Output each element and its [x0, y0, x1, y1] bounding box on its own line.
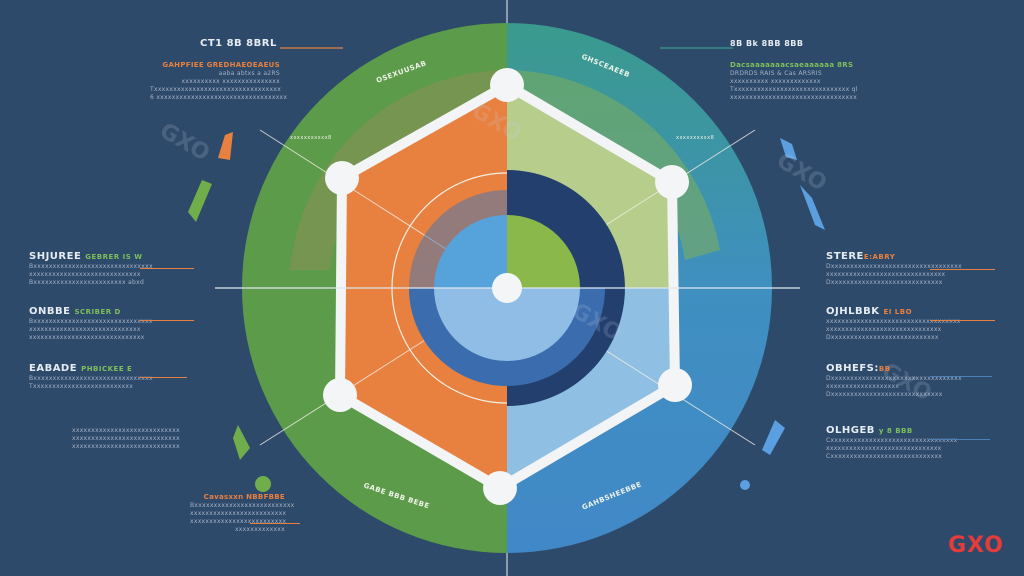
- text-line: DRDRDS RAIS & Cas ARSRIS: [730, 70, 822, 77]
- top-right-subtitle: Dacsaaaaaaacsaeaaaaaa 8RS: [730, 61, 854, 69]
- ring-label-right-outer: xxxxxxxxxx8: [676, 135, 715, 141]
- item-accent: E:ABRY: [863, 253, 896, 261]
- right-item: STEREE:ABRY Dxxxxxxxxxxxxxxxxxxxxxxxxxxx…: [826, 250, 996, 287]
- top-left-block: CT1 8B 8BRL GAHPFIEE GREDHAEOEAEUS aaba …: [150, 37, 288, 102]
- gxo-logo: GXO: [948, 533, 1004, 558]
- left-lower-block: xxxxxxxxxxxxxxxxxxxxxxxxxxxx xxxxxxxxxxx…: [72, 427, 212, 451]
- text-line: xxxxxxxxxxxxxxxxxxxxxxxxxxxxx: [29, 326, 141, 333]
- blue-arrow-icon-lower: [762, 420, 785, 455]
- left-item: SHJUREE GEBRER IS W Bxxxxxxxxxxxxxxxxxxx…: [29, 250, 194, 287]
- item-accent: GEBRER IS W: [85, 253, 143, 261]
- text-line: xxxxxxxxxxxxxxxxxxxxxxxxxxxx: [72, 427, 180, 434]
- inner-bottom: [434, 288, 580, 361]
- text-line: xxxxxxxxxxxxx: [234, 526, 285, 533]
- item-title: OBHEFS:: [826, 363, 879, 374]
- inner-top-left: [434, 215, 507, 288]
- text-line: xxxxxxxxxxxxxxxxxxxxxxxxxxxxxxxxx: [730, 94, 858, 101]
- text-line: aaba abtxs a a2RS: [218, 70, 280, 77]
- text-line: Dxxxxxxxxxxxxxxxxxxxxxxxxxxxx: [826, 334, 939, 341]
- inner-top-right: [507, 215, 580, 288]
- text-line: xxxxxxxxxxxxxxxxxxxxxxxxxxxxxx: [826, 326, 942, 333]
- item-title: ONBBE: [29, 306, 71, 317]
- text-line: xxxxxxxxxx xxxxxxxxxxxxx: [730, 78, 821, 85]
- inner-band-top-right: [507, 70, 720, 260]
- text-line: xxxxxxxxxxxxxxxxxxxxxxxxxxxxxxxxxxx: [826, 318, 961, 325]
- center-node: [492, 273, 522, 303]
- text-line: xxxxxxxxxxxxxxxxxxxxxxxxxxxx: [72, 443, 180, 450]
- item-title: STERE: [826, 251, 864, 262]
- item-accent: y 8 BBB: [878, 427, 913, 435]
- text-line: Bxxxxxxxxxxxxxxxxxxxxxxxxxxxxxxx: [29, 375, 153, 382]
- item-title: OJHLBBK: [826, 306, 880, 317]
- text-line: 6 xxxxxxxxxxxxxxxxxxxxxxxxxxxxxxxxxx: [150, 94, 288, 101]
- text-line: xxxxxxxxxxxxxxxxxxxxxxxxxxxxx: [29, 271, 141, 278]
- item-accent: EI LBO: [883, 308, 913, 316]
- right-item: OLHGEB y 8 BBB Cxxxxxxxxxxxxxxxxxxxxxxxx…: [826, 424, 996, 461]
- text-line: xxxxxxxxxxxxxxxxxxxxxxxxxxxxxx: [29, 334, 145, 341]
- text-line: Cxxxxxxxxxxxxxxxxxxxxxxxxxxxxxxxxx: [826, 437, 958, 444]
- green-arrow-icon-lower: [233, 425, 250, 460]
- blue-arrow-icon-2: [800, 185, 825, 230]
- left-item: EABADE PHBICKEE E Bxxxxxxxxxxxxxxxxxxxxx…: [29, 362, 194, 391]
- orange-arrow-icon: [218, 132, 233, 160]
- right-item: OJHLBBK EI LBO xxxxxxxxxxxxxxxxxxxxxxxxx…: [826, 305, 996, 342]
- text-line: Txxxxxxxxxxxxxxxxxxxxxxxxxxxxxx ql: [730, 86, 858, 93]
- blue-arrow-icon: [780, 138, 797, 160]
- text-line: Bxxxxxxxxxxxxxxxxxxxxxxxxxx: [190, 502, 295, 509]
- text-line: xxxxxxxxxx xxxxxxxxxxxxxxx: [181, 78, 280, 85]
- blue-dot-icon: [740, 480, 750, 490]
- text-line: Dxxxxxxxxxxxxxxxxxxxxxxxxxxxxx: [826, 391, 943, 398]
- text-line: xxxxxxxxxxxxxxxxxxxxxxxxxxxx: [72, 435, 180, 442]
- top-left-subtitle: GAHPFIEE GREDHAEOEAEUS: [162, 61, 280, 69]
- text-line: Bxxxxxxxxxxxxxxxxxxxxxxxxxxxxxxx: [29, 263, 153, 270]
- top-left-title: CT1 8B 8BRL: [200, 38, 277, 49]
- bottom-left-block: Cavasxxn NBBFBBE Bxxxxxxxxxxxxxxxxxxxxxx…: [190, 492, 295, 534]
- text-line: Bxxxxxxxxxxxxxxxxxxxxxxxxxxxxxxx: [29, 318, 153, 325]
- text-line: Txxxxxxxxxxxxxxxxxxxxxxxxxxxxxxxxx: [150, 86, 282, 93]
- text-line: Bxxxxxxxxxxxxxxxxxxxxxxxx abxd: [29, 279, 145, 286]
- green-arrow-icon: [188, 180, 212, 222]
- text-line: xxxxxxxxxxxxxxxxxxxxxxxxxxxxxxx: [826, 271, 946, 278]
- text-line: Dxxxxxxxxxxxxxxxxxxxxxxxxxxxxxxxxxx: [826, 263, 962, 270]
- bottom-left-title: Cavasxxn NBBFBBE: [203, 493, 285, 501]
- right-item: OBHEFS:BB Dxxxxxxxxxxxxxxxxxxxxxxxxxxxxx…: [826, 362, 996, 399]
- left-item: ONBBE SCRIBER D Bxxxxxxxxxxxxxxxxxxxxxxx…: [29, 305, 194, 342]
- text-line: Cxxxxxxxxxxxxxxxxxxxxxxxxxxxxx: [826, 453, 943, 460]
- item-title: OLHGEB: [826, 425, 875, 436]
- item-accent: PHBICKEE E: [81, 365, 133, 373]
- item-title: EABADE: [29, 363, 78, 374]
- text-line: Dxxxxxxxxxxxxxxxxxxxxxxxxxxxxxxxxxx: [826, 375, 962, 382]
- hexagon-nodes: [323, 68, 692, 505]
- green-dot-icon: [255, 476, 271, 492]
- text-line: xxxxxxxxxxxxxxxxxxx: [826, 383, 900, 390]
- arrow-icons: [188, 132, 825, 492]
- ring-label-left-outer: xxxxxxxxxxx8: [290, 135, 332, 141]
- top-right-block: 8B Bk 8BB 8BB Dacsaaaaaaacsaeaaaaaa 8RS …: [730, 37, 870, 102]
- text-line: xxxxxxxxxxxxxxxxxxxxxxxxx: [190, 510, 287, 517]
- text-line: xxxxxxxxxxxxxxxxxxxxxxxxx: [190, 518, 287, 525]
- item-title: SHJUREE: [29, 251, 82, 262]
- text-line: Dxxxxxxxxxxxxxxxxxxxxxxxxxxxxx: [826, 279, 943, 286]
- top-right-title: 8B Bk 8BB 8BB: [730, 39, 804, 48]
- item-accent: SCRIBER D: [74, 308, 121, 316]
- text-line: Txxxxxxxxxxxxxxxxxxxxxxxxxx: [29, 383, 134, 390]
- item-accent: BB: [878, 365, 891, 373]
- text-line: xxxxxxxxxxxxxxxxxxxxxxxxxxxxxx: [826, 445, 942, 452]
